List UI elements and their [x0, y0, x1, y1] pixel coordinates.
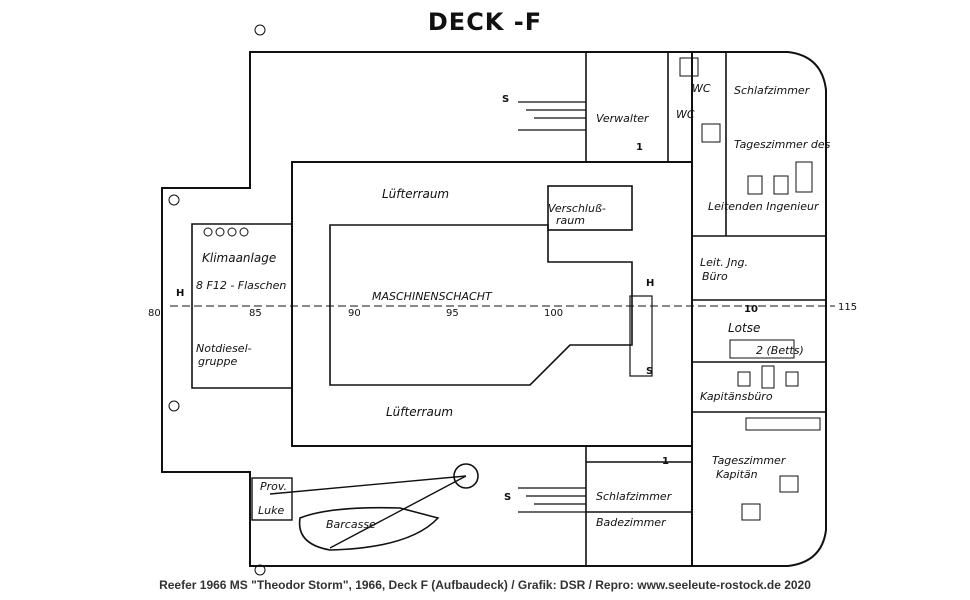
label-notdiesel: Notdiesel- [196, 342, 252, 355]
deck-title: DECK -F [427, 8, 543, 36]
label-luke: Luke [258, 504, 284, 517]
label-kapitaen: Kapitän [716, 468, 758, 481]
mark-h-right: H [646, 278, 654, 289]
frame-80: 80 [148, 308, 161, 319]
label-schlafzimmer-bottom: Schlafzimmer [596, 490, 673, 503]
label-schlafzimmer-top: Schlafzimmer [734, 84, 811, 97]
label-gruppe: gruppe [198, 355, 237, 368]
label-verschluss-2: raum [556, 214, 585, 227]
label-klimaanlage: Klimaanlage [202, 251, 276, 265]
label-luefterraum-bottom: Lüfterraum [386, 405, 453, 419]
davit-circle [453, 463, 479, 489]
label-betts: 2 (Betts) [756, 344, 804, 357]
label-leit-jng: Leit. Jng. [700, 256, 748, 269]
label-verschluss: Verschluß- [548, 202, 606, 215]
frame-115: 115 [838, 302, 857, 313]
label-leitenden: Leitenden Ingenieur [708, 200, 820, 213]
mark-10: 10 [744, 304, 758, 315]
label-tageszimmer-kapitaen: Tageszimmer [712, 454, 787, 467]
prov-luke-box [251, 477, 293, 521]
barcasse-hull [298, 506, 440, 551]
mark-1-top: 1 [636, 142, 643, 153]
stair-bottom [518, 487, 586, 513]
label-barcasse: Barcasse [326, 518, 376, 531]
frame-90: 90 [348, 308, 361, 319]
label-verwalter: Verwalter [596, 112, 650, 125]
image-caption: Reefer 1966 MS "Theodor Storm", 1966, De… [159, 578, 811, 592]
stair-right [629, 295, 653, 377]
label-wc-2: WC [676, 108, 695, 121]
mark-h-left: H [176, 288, 184, 299]
frame-85: 85 [249, 308, 262, 319]
frame-95: 95 [446, 308, 459, 319]
label-luefterraum-top: Lüfterraum [382, 187, 449, 201]
label-buero: Büro [702, 270, 728, 283]
label-tageszimmer-des: Tageszimmer des [734, 138, 831, 151]
maschinenschacht-outline [329, 224, 633, 386]
label-badezimmer: Badezimmer [596, 516, 667, 529]
label-wc-1: WC [692, 82, 711, 95]
stair-top [518, 101, 586, 131]
label-prov: Prov. [260, 480, 287, 493]
mark-1-bottom: 1 [662, 456, 669, 467]
klimaanlage-room [191, 223, 293, 389]
frame-100: 100 [544, 308, 563, 319]
verschlussraum [547, 185, 633, 231]
label-lotse: Lotse [728, 321, 760, 335]
mark-s-right: S [646, 366, 653, 377]
outer-hull [161, 51, 827, 567]
label-kapitaensbuero: Kapitänsbüro [700, 390, 773, 403]
label-flaschen: 8 F12 - Flaschen [196, 279, 286, 292]
mark-s-bottom: S [504, 492, 511, 503]
label-maschinenschacht: MASCHINENSCHACHT [372, 290, 493, 303]
mark-s-top: S [502, 94, 509, 105]
